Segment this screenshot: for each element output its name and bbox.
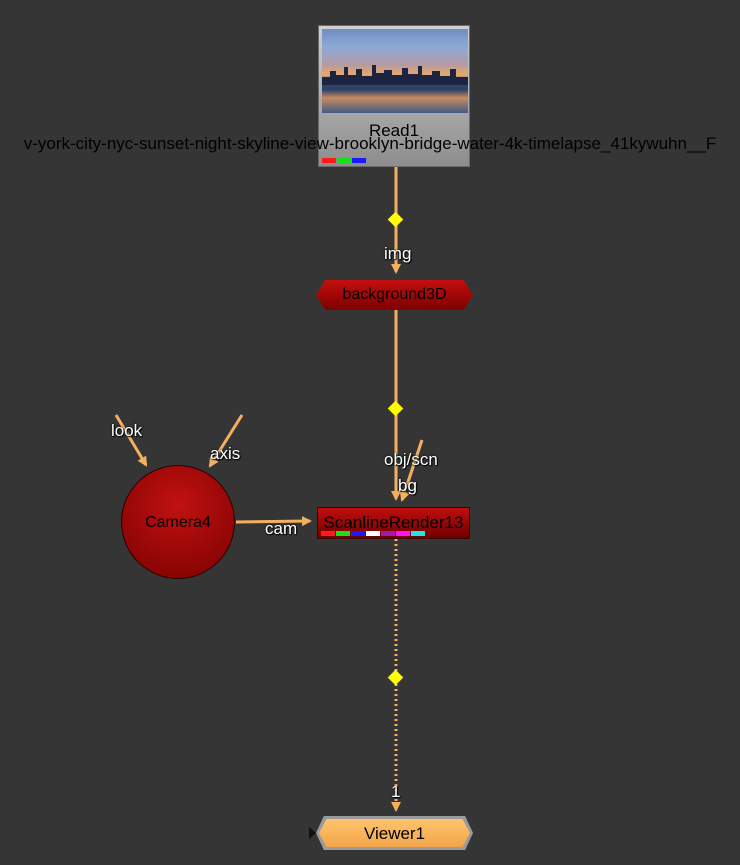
channel-swatch: [381, 531, 395, 536]
scanline-render-node-title: ScanlineRender13: [323, 513, 464, 532]
scanline-channel-indicators: [321, 531, 425, 536]
background3d-node[interactable]: background3D: [316, 280, 473, 310]
viewer-node-title: Viewer1: [363, 824, 426, 843]
read-node-title: Read1: [368, 121, 420, 140]
pipe-camera-to-scanline[interactable]: [235, 516, 312, 527]
channel-swatch: [352, 158, 366, 163]
channel-swatch: [411, 531, 425, 536]
channel-swatch: [321, 531, 335, 536]
read-node[interactable]: Read1: [318, 25, 470, 167]
pipe-look-input[interactable]: [114, 414, 148, 467]
read-channel-indicators: [322, 158, 366, 163]
input-label-cam: cam: [265, 519, 298, 538]
channel-swatch: [322, 158, 336, 163]
pipe-axis-input[interactable]: [208, 414, 244, 468]
read-filename-label: v-york-city-nyc-sunset-night-skyline-vie…: [23, 134, 717, 153]
viewer-node[interactable]: Viewer1: [316, 816, 473, 850]
channel-swatch: [396, 531, 410, 536]
channel-swatch: [336, 531, 350, 536]
viewer-input-tab-icon[interactable]: [309, 827, 316, 839]
viewer-node-body: Viewer1: [319, 819, 470, 847]
background3d-node-title: background3D: [342, 286, 447, 303]
channel-swatch: [337, 158, 351, 163]
input-label-bg: bg: [398, 476, 417, 495]
input-label-axis: axis: [210, 444, 241, 463]
pipe-dot[interactable]: [387, 400, 404, 417]
scanline-render-node[interactable]: ScanlineRender13: [317, 507, 470, 539]
channel-swatch: [366, 531, 380, 536]
pipe-dot[interactable]: [387, 211, 404, 228]
input-label-look: look: [111, 421, 143, 440]
camera-node[interactable]: Camera4: [121, 465, 235, 579]
pipe-dot[interactable]: [387, 669, 404, 686]
input-label-img: img: [384, 244, 412, 263]
read-thumbnail: [322, 29, 468, 113]
input-label-viewer: 1: [391, 782, 401, 801]
pipe-obj-scn-input[interactable]: [399, 439, 424, 502]
camera-node-title: Camera4: [145, 514, 211, 531]
channel-swatch: [351, 531, 365, 536]
input-label-obj-scn: obj/scn: [384, 450, 438, 469]
